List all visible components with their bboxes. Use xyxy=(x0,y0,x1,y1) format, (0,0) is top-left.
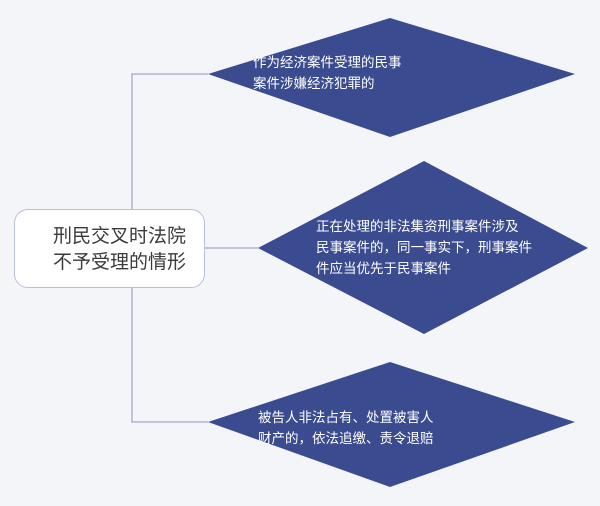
connectors xyxy=(131,73,258,423)
root-title-line-2: 不予受理的情形 xyxy=(53,251,187,273)
decision-diamond-bottom xyxy=(208,362,575,487)
branch-middle-line-2: 民事案件的，同一事实下，刑事案件 xyxy=(316,240,532,256)
branch-bottom-line-1: 被告人非法占有、处置被害人 xyxy=(258,410,434,426)
branch-top-line-2: 案件涉嫌经济犯罪的 xyxy=(253,76,375,92)
branch-bottom-line-2: 财产的，依法追缴、责令退赔 xyxy=(258,431,434,447)
branch-middle-line-3: 件应当优先于民事案件 xyxy=(316,261,451,277)
root-node: 刑民交叉时法院 不予受理的情形 xyxy=(14,209,205,288)
decision-diamond-top xyxy=(208,18,575,137)
connector-bottom xyxy=(131,288,208,423)
branch-middle-line-1: 正在处理的非法集资刑事案件涉及 xyxy=(316,219,519,235)
root-title-line-1: 刑民交叉时法院 xyxy=(53,225,187,247)
connector-top xyxy=(131,73,208,209)
branch-top-line-1: 作为经济案件受理的民事 xyxy=(253,55,402,71)
decision-diamond-middle xyxy=(258,161,588,334)
